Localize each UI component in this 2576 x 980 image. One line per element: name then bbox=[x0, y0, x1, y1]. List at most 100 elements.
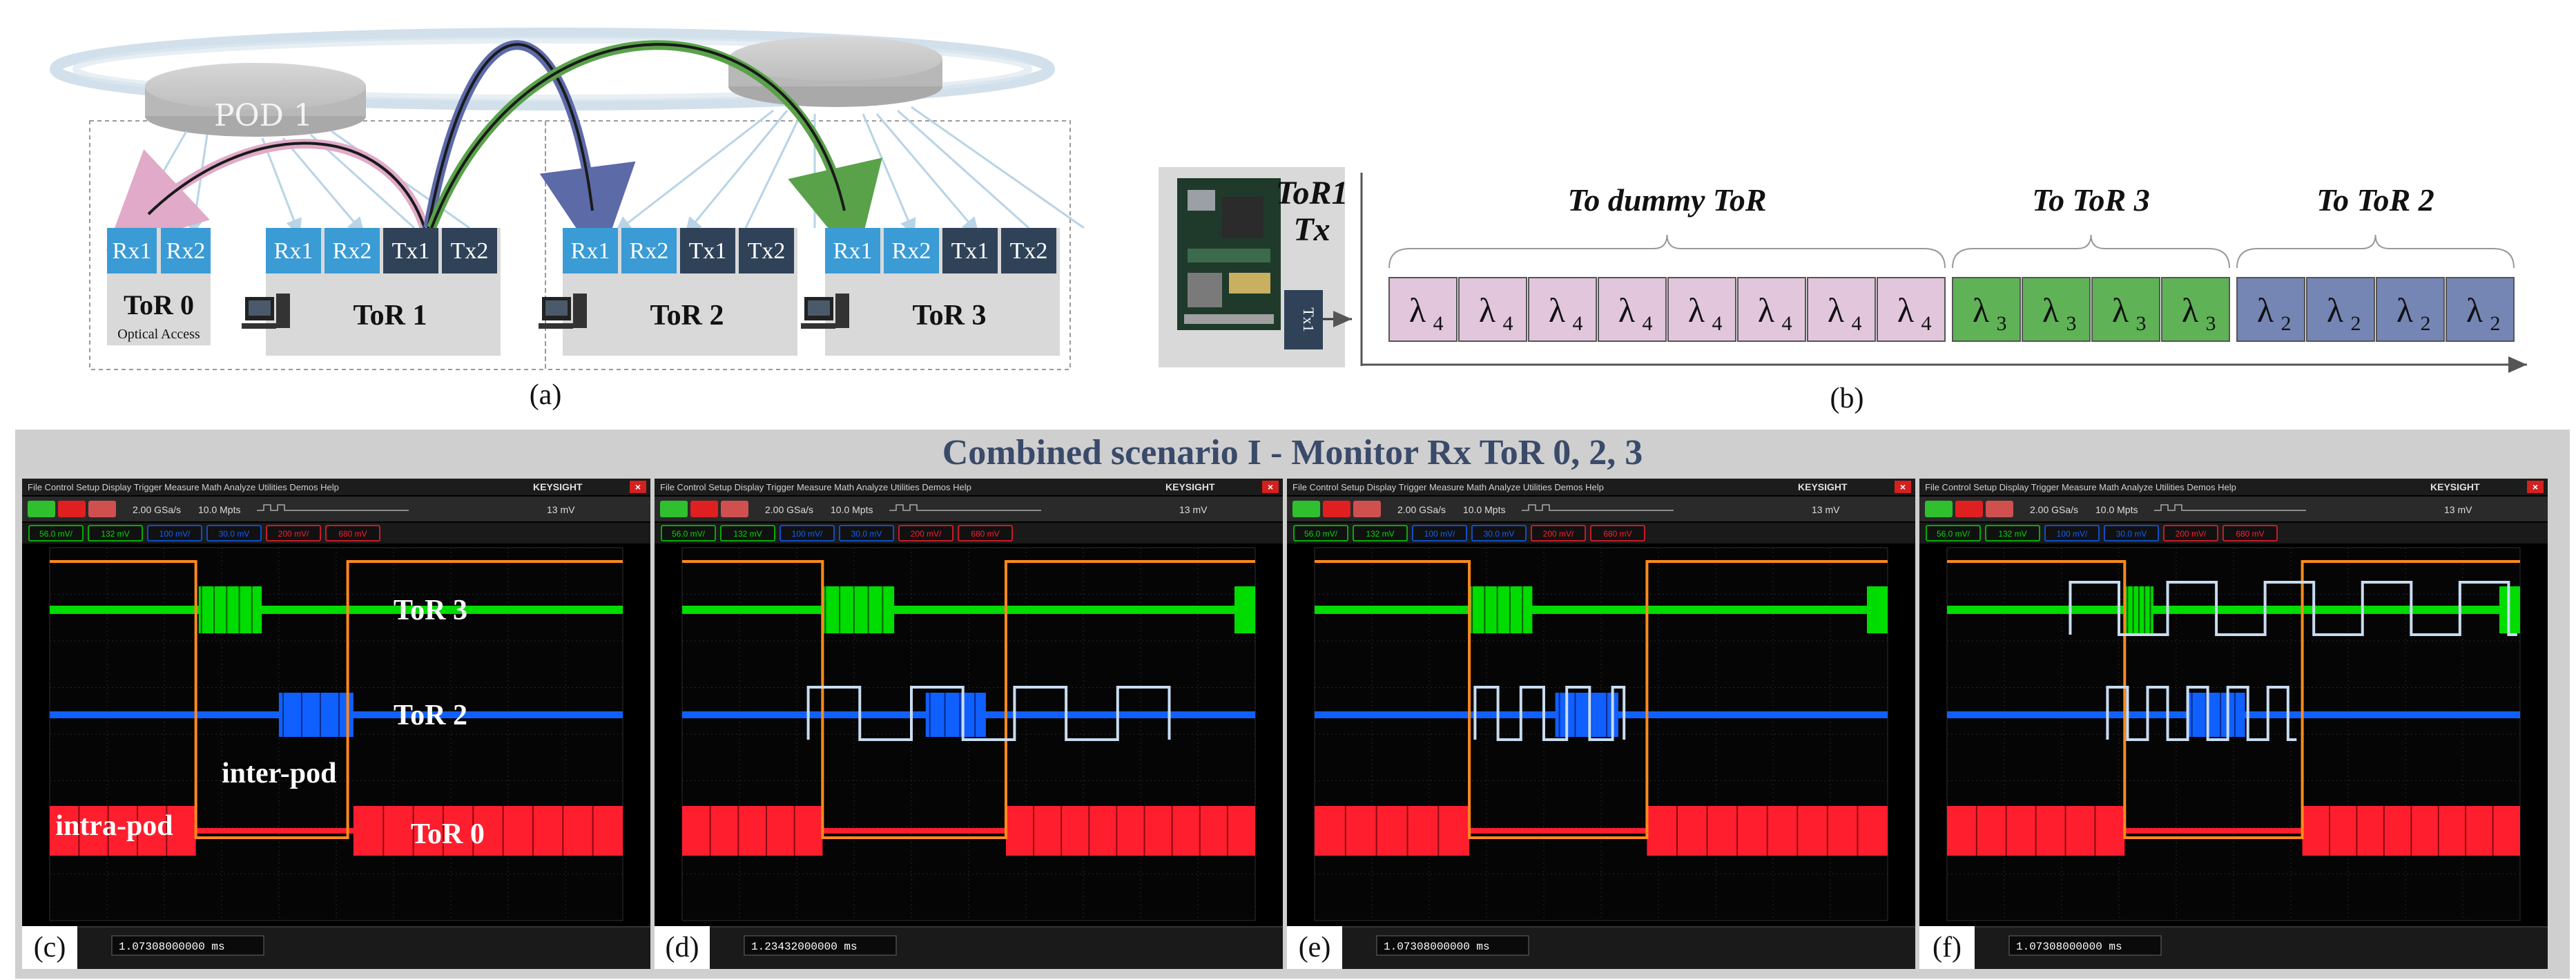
tor2-port-rx1 bbox=[563, 228, 618, 273]
group-brace bbox=[1952, 234, 2230, 269]
port-label: Rx1 bbox=[274, 238, 313, 264]
port-label: Rx1 bbox=[833, 238, 873, 264]
control-square-wave bbox=[1473, 686, 1626, 741]
inter-pod-arrow-tor2 bbox=[423, 40, 636, 264]
channel-scale-button[interactable] bbox=[266, 525, 321, 541]
channel-scale-button[interactable] bbox=[2104, 525, 2159, 541]
single-button[interactable] bbox=[721, 501, 748, 517]
channel-scale-button[interactable] bbox=[88, 525, 143, 541]
scope-menu-bar[interactable]: File Control Setup Display Trigger Measu… bbox=[660, 482, 971, 492]
channel-scale-button[interactable] bbox=[1590, 525, 1645, 541]
close-button[interactable] bbox=[630, 481, 646, 493]
channel-scale-button[interactable] bbox=[28, 525, 84, 541]
tor1-port-rx2 bbox=[325, 228, 380, 273]
channel-scale-button[interactable] bbox=[206, 525, 262, 541]
channel-scale-button[interactable] bbox=[720, 525, 775, 541]
close-icon: × bbox=[1900, 481, 1906, 492]
lambda-symbol: λ bbox=[1758, 291, 1774, 329]
channel-scale-button[interactable] bbox=[1985, 525, 2040, 541]
scope-menu-bar[interactable]: File Control Setup Display Trigger Measu… bbox=[28, 482, 339, 492]
burst-tor2 bbox=[925, 693, 986, 737]
lambda-block bbox=[2376, 277, 2445, 342]
single-button[interactable] bbox=[1986, 501, 2013, 517]
trace-tor3 bbox=[1947, 606, 2520, 614]
channel-scale-button[interactable] bbox=[2044, 525, 2100, 541]
tx1-port bbox=[1284, 290, 1323, 349]
run-button[interactable] bbox=[1292, 501, 1320, 517]
time-reference-field[interactable] bbox=[2008, 935, 2162, 956]
control-square-wave bbox=[2069, 581, 2517, 636]
channel-scale-label: 30.0 mV bbox=[219, 529, 250, 539]
single-button[interactable] bbox=[88, 501, 116, 517]
time-reference-field[interactable] bbox=[1376, 935, 1529, 956]
run-button[interactable] bbox=[1925, 501, 1953, 517]
channel-scale-button[interactable] bbox=[325, 525, 380, 541]
close-button[interactable] bbox=[2527, 481, 2544, 493]
stop-button[interactable] bbox=[1955, 501, 1983, 517]
port-label: Tx2 bbox=[451, 238, 489, 264]
trigger-level: 13 mV bbox=[2444, 504, 2472, 515]
channel-scale-label: 680 mV bbox=[2236, 529, 2264, 539]
run-button[interactable] bbox=[28, 501, 55, 517]
tor-0-sub: Optical Access bbox=[117, 327, 200, 342]
port-label: Tx1 bbox=[951, 238, 989, 264]
scope-menu-bar[interactable]: File Control Setup Display Trigger Measu… bbox=[1292, 482, 1604, 492]
channel-scale-button[interactable] bbox=[661, 525, 716, 541]
panel-caption: (e) bbox=[1287, 926, 1342, 969]
lambda-block bbox=[1458, 277, 1527, 342]
sample-rate: 2.00 GSa/s bbox=[133, 504, 181, 515]
channel-scale-button[interactable] bbox=[2163, 525, 2218, 541]
channel-scale-label: 56.0 mV/ bbox=[1304, 529, 1338, 539]
channel-scale-button[interactable] bbox=[1412, 525, 1467, 541]
channel-scale-label: 200 mV/ bbox=[2176, 529, 2207, 539]
port-label: Tx1 bbox=[392, 238, 430, 264]
close-icon: × bbox=[2533, 481, 2538, 492]
oscilloscope-screen: File Control Setup Display Trigger Measu… bbox=[22, 479, 650, 969]
channel-scale-label: 30.0 mV bbox=[2116, 529, 2147, 539]
channel-scale-button[interactable] bbox=[898, 525, 953, 541]
tor2-port-rx2 bbox=[621, 228, 677, 273]
channel-scale-button[interactable] bbox=[958, 525, 1013, 541]
channel-scale-button[interactable] bbox=[1926, 525, 1981, 541]
run-button[interactable] bbox=[660, 501, 688, 517]
control-square-wave bbox=[2106, 686, 2297, 741]
close-button[interactable] bbox=[1895, 481, 1911, 493]
scope-menu-bar[interactable]: File Control Setup Display Trigger Measu… bbox=[1925, 482, 2236, 492]
time-reference-field[interactable] bbox=[111, 935, 264, 956]
scenario-title: Combined scenario I - Monitor Rx ToR 0, … bbox=[942, 433, 1643, 472]
lambda-block bbox=[1807, 277, 1876, 342]
trace-tor0 bbox=[1315, 828, 1888, 834]
lambda-block bbox=[1952, 277, 2021, 342]
time-reference-field[interactable] bbox=[744, 935, 897, 956]
channel-scale-label: 132 mV bbox=[1998, 529, 2026, 539]
channel-scale-button[interactable] bbox=[2222, 525, 2278, 541]
channel-scale-label: 30.0 mV bbox=[851, 529, 882, 539]
stop-button[interactable] bbox=[690, 501, 718, 517]
channel-scale-label: 100 mV/ bbox=[2057, 529, 2088, 539]
channel-scale-button[interactable] bbox=[1471, 525, 1527, 541]
lambda-block bbox=[2022, 277, 2091, 342]
lambda-symbol: λ bbox=[1479, 291, 1495, 329]
stop-button[interactable] bbox=[1323, 501, 1350, 517]
tor1-port-tx2 bbox=[442, 228, 497, 273]
lambda-symbol: λ bbox=[1549, 291, 1565, 329]
channel-scale-button[interactable] bbox=[147, 525, 202, 541]
channel-scale-button[interactable] bbox=[779, 525, 835, 541]
channel-scale-button[interactable] bbox=[1293, 525, 1348, 541]
lambda-symbol: λ bbox=[2327, 291, 2343, 329]
lambda-symbol: λ bbox=[2466, 291, 2483, 329]
tor-2-name: ToR 2 bbox=[650, 300, 724, 332]
lambda-subscript: 3 bbox=[1997, 312, 2007, 335]
tx1-port-label: Tx1 bbox=[1300, 307, 1317, 332]
lambda-block bbox=[1667, 277, 1736, 342]
single-button[interactable] bbox=[1353, 501, 1381, 517]
channel-scale-button[interactable] bbox=[1353, 525, 1408, 541]
stop-button[interactable] bbox=[58, 501, 86, 517]
channel-scale-label: 100 mV/ bbox=[1424, 529, 1455, 539]
close-button[interactable] bbox=[1262, 481, 1279, 493]
channel-scale-button[interactable] bbox=[1531, 525, 1586, 541]
port-label: Tx2 bbox=[748, 238, 786, 264]
channel-scale-button[interactable] bbox=[839, 525, 894, 541]
lambda-block bbox=[2091, 277, 2160, 342]
oscilloscope-screen: File Control Setup Display Trigger Measu… bbox=[1287, 479, 1915, 969]
